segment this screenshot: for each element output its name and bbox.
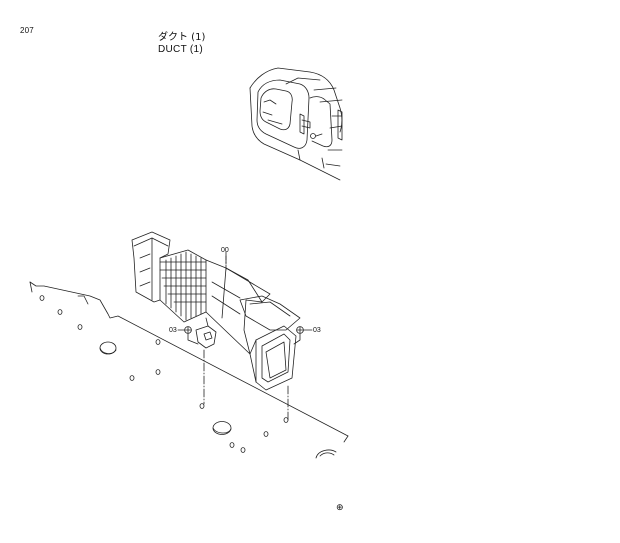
callout-duct-part: 00 [221, 247, 229, 254]
title-english: DUCT (1) [158, 44, 203, 55]
callout-bolt-right: 03 [313, 327, 321, 334]
bolt-right [293, 326, 313, 345]
duct-assembly [131, 231, 301, 391]
cab-reference-view [249, 67, 343, 181]
center-lines [203, 251, 289, 421]
copyright-mark: ⊕ [336, 502, 344, 512]
callout-bolt-left: 03 [169, 327, 177, 334]
title-japanese: ダクト (1) [158, 32, 206, 43]
page-title: ダクト (1) DUCT (1) [158, 32, 205, 56]
bolt-left [177, 326, 199, 345]
page-number: 207 [20, 26, 34, 35]
base-plate [29, 281, 349, 459]
